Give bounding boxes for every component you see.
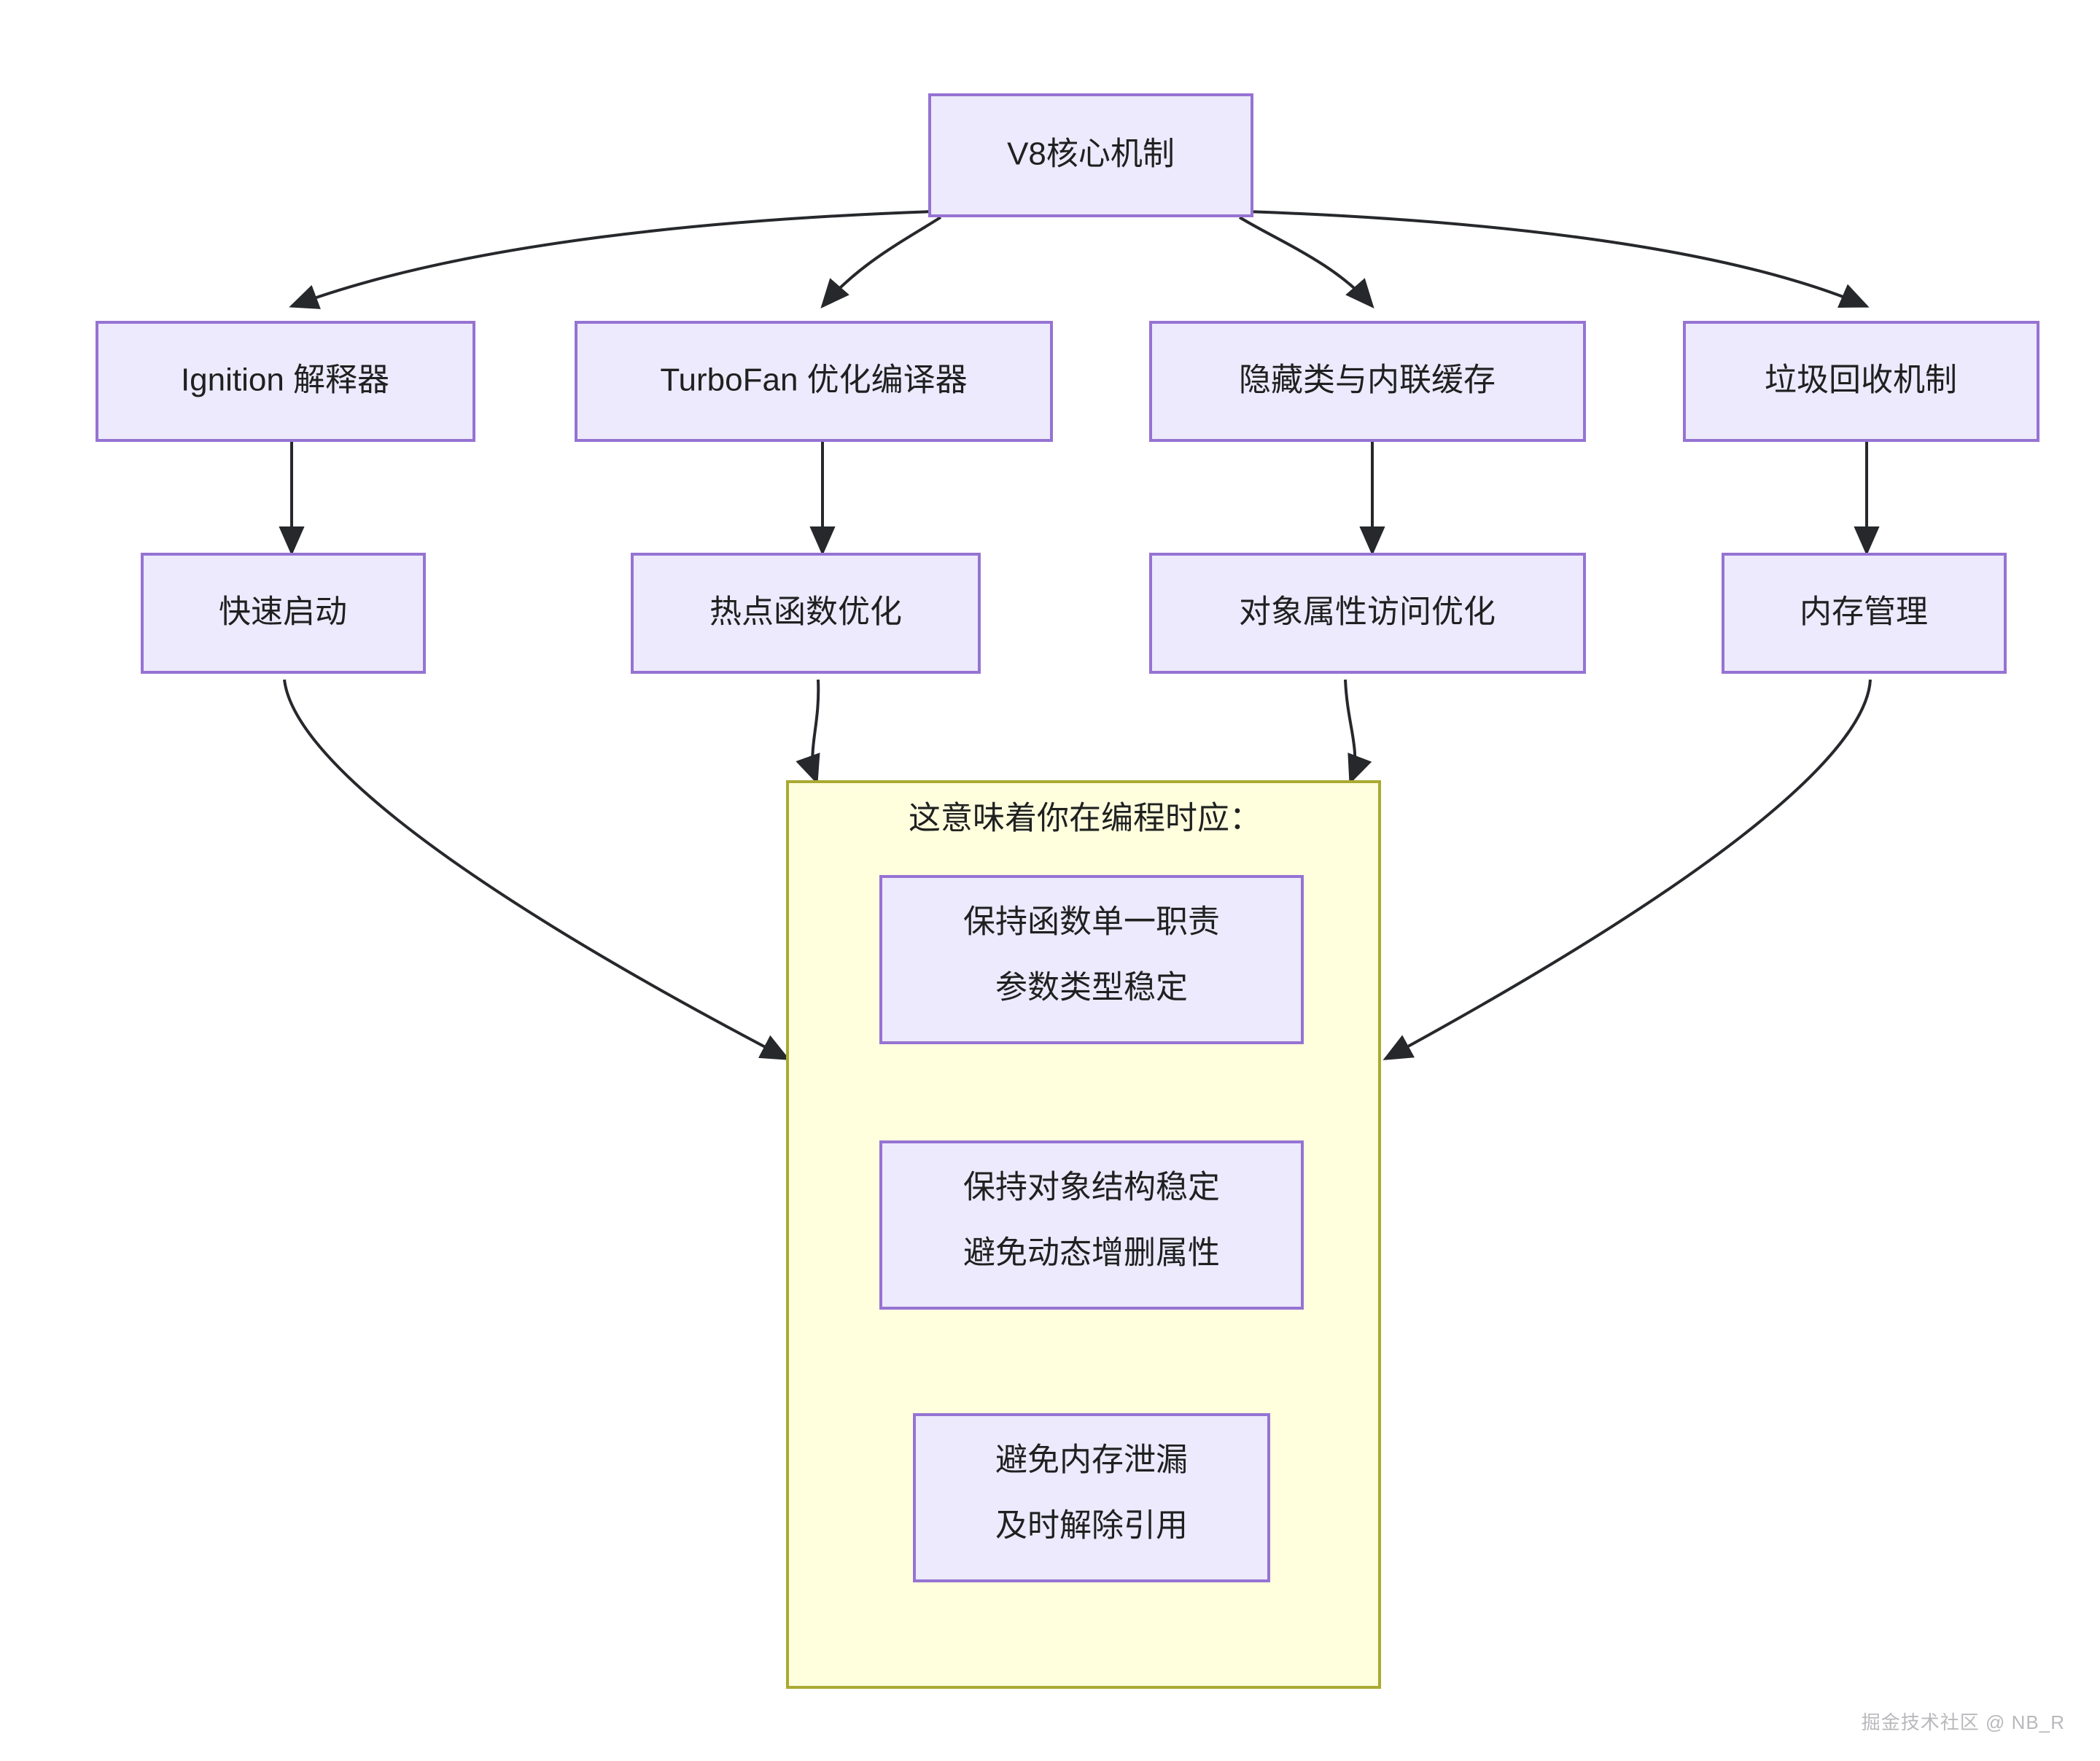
practice-item-3-line2: 及时解除引用: [995, 1508, 1188, 1544]
edge-group-root: [289, 210, 1870, 309]
node-fast-start-label: 快速启动: [219, 594, 347, 630]
practice-group-title: 这意味着你在编程时应：: [909, 801, 1261, 836]
practice-item-3[interactable]: 避免内存泄漏 及时解除引用: [913, 1413, 1270, 1582]
node-hot-func[interactable]: 热点函数优化: [631, 553, 981, 674]
node-prop-access[interactable]: 对象属性访问优化: [1149, 553, 1586, 674]
practice-item-1-line2: 参数类型稳定: [995, 970, 1188, 1006]
node-ignition-label: Ignition 解释器: [181, 362, 389, 398]
node-gc-label: 垃圾回收机制: [1765, 362, 1957, 398]
node-root-box[interactable]: [928, 93, 1253, 217]
node-hidden-class-label: 隐藏类与内联缓存: [1239, 362, 1496, 398]
edge-group-to-practice: [283, 679, 1872, 1060]
node-gc[interactable]: 垃圾回收机制: [1683, 321, 2039, 442]
practice-item-3-line1: 避免内存泄漏: [995, 1442, 1188, 1478]
edge-root-to-gc: [1246, 210, 1870, 308]
node-prop-access-box[interactable]: [1149, 553, 1586, 674]
edge-prop-access-to-group: [1344, 679, 1372, 785]
node-turbofan-box[interactable]: [575, 321, 1053, 442]
practice-item-3-box[interactable]: [913, 1413, 1270, 1582]
edge-root-to-turbofan: [820, 216, 942, 309]
node-hot-func-label: 热点函数优化: [709, 594, 902, 630]
watermark-text: 掘金技术社区 @ NB_R: [1861, 1711, 2065, 1733]
node-memory[interactable]: 内存管理: [1722, 553, 2007, 674]
edge-group-vertical: [279, 440, 1880, 556]
practice-item-2-line2: 避免动态增删属性: [963, 1235, 1220, 1271]
node-hidden-class-box[interactable]: [1149, 321, 1586, 442]
node-hidden-class[interactable]: 隐藏类与内联缓存: [1149, 321, 1586, 442]
edge-hot-func-to-group: [796, 679, 820, 785]
practice-item-1-line1: 保持函数单一职责: [963, 904, 1220, 940]
edge-memory-to-group: [1382, 679, 1872, 1060]
edge-root-to-hidden-class: [1238, 216, 1374, 309]
practice-item-2-line1: 保持对象结构稳定: [963, 1170, 1220, 1205]
node-memory-box[interactable]: [1722, 553, 2007, 674]
node-turbofan-label: TurboFan 优化编译器: [660, 362, 967, 398]
node-turbofan[interactable]: TurboFan 优化编译器: [575, 321, 1053, 442]
practice-item-1[interactable]: 保持函数单一职责 参数类型稳定: [879, 875, 1304, 1044]
node-memory-label: 内存管理: [1800, 594, 1928, 630]
node-fast-start-box[interactable]: [141, 553, 426, 674]
edge-fast-start-to-group: [283, 679, 790, 1060]
practice-item-2-box[interactable]: [879, 1140, 1304, 1310]
node-hot-func-box[interactable]: [631, 553, 981, 674]
node-fast-start[interactable]: 快速启动: [141, 553, 426, 674]
node-root[interactable]: V8核心机制: [928, 93, 1253, 217]
practice-item-2[interactable]: 保持对象结构稳定 避免动态增删属性: [879, 1140, 1304, 1310]
node-ignition-box[interactable]: [96, 321, 475, 442]
edge-root-to-ignition: [289, 210, 934, 309]
node-ignition[interactable]: Ignition 解释器: [96, 321, 475, 442]
practice-item-1-box[interactable]: [879, 875, 1304, 1044]
node-gc-box[interactable]: [1683, 321, 2039, 442]
node-root-label: V8核心机制: [1007, 136, 1175, 172]
node-prop-access-label: 对象属性访问优化: [1239, 594, 1496, 630]
